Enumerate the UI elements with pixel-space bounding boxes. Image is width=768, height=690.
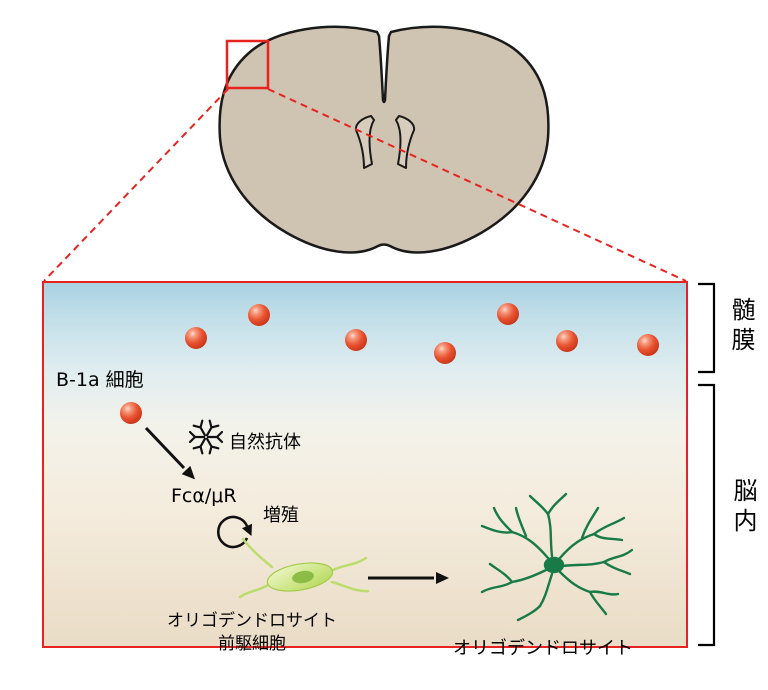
opc-label: オリゴデンドロサイト 前駆細胞 xyxy=(147,610,357,656)
left-ventricle xyxy=(354,115,375,169)
inside-brain-bracket xyxy=(698,383,716,647)
inside-brain-region-label: 脳内 xyxy=(729,478,757,538)
meninges-bracket xyxy=(698,282,716,374)
brain-section-icon xyxy=(218,25,550,254)
right-ventricle xyxy=(395,115,416,169)
natural-antibody-label: 自然抗体 xyxy=(229,432,301,453)
b1a-cell-label: B-1a 細胞 xyxy=(56,369,144,391)
magnified-region-panel xyxy=(42,281,688,648)
opc-label-line2: 前駆細胞 xyxy=(218,633,286,654)
fc-receptor-label: Fcα/μR xyxy=(171,485,237,507)
brain-outline xyxy=(218,25,550,254)
meninges-region-label: 髄膜 xyxy=(727,297,755,357)
opc-label-line1: オリゴデンドロサイト xyxy=(167,611,337,631)
proliferation-label: 増殖 xyxy=(263,505,299,526)
zoom-dashed-line-left xyxy=(43,88,229,282)
zoom-dashed-line-right xyxy=(267,88,687,282)
oligodendrocyte-label: オリゴデンドロサイト xyxy=(453,638,633,659)
zoom-region-square xyxy=(225,39,270,90)
